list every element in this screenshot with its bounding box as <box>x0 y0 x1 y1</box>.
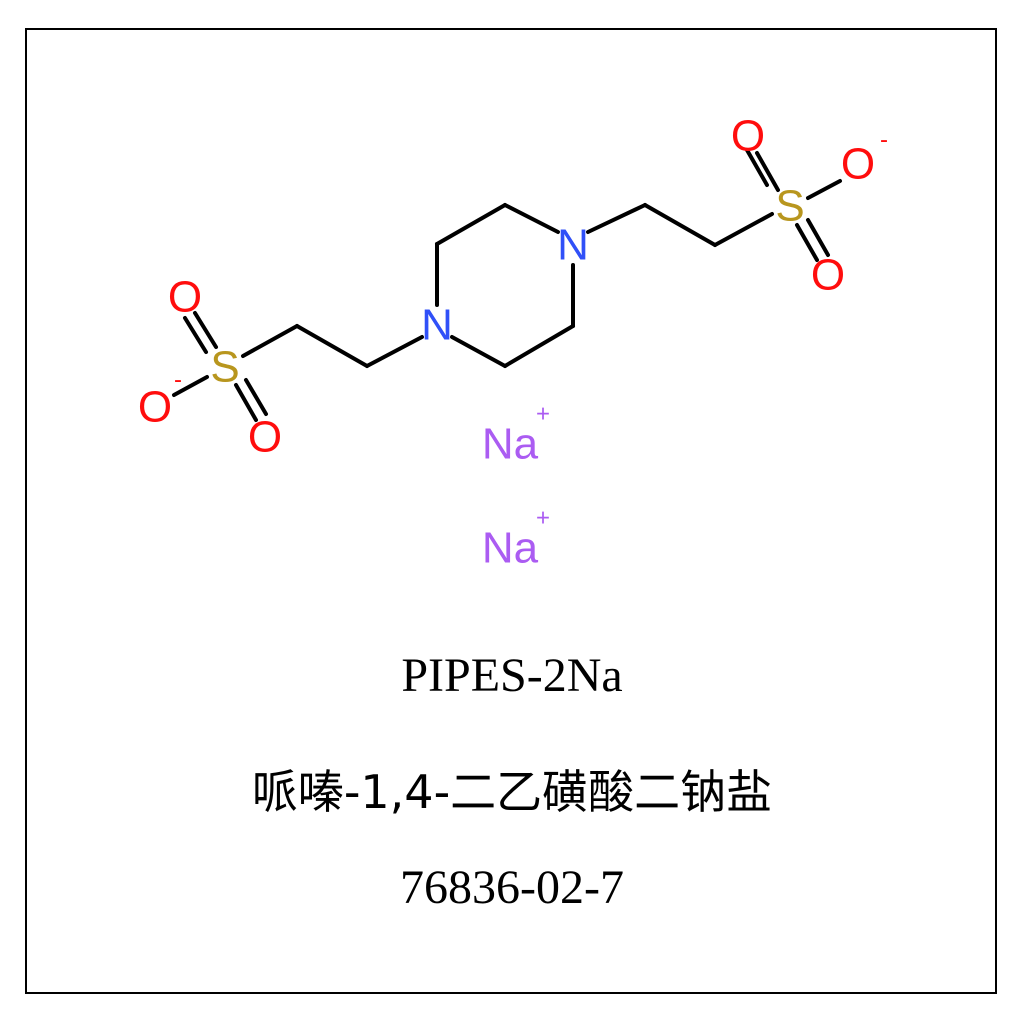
diagram-border <box>25 28 997 994</box>
bonds <box>172 148 842 422</box>
bond <box>435 203 507 246</box>
bond <box>806 218 830 257</box>
oxygen-atom: O <box>248 413 282 462</box>
bond <box>234 383 258 422</box>
sodium-ion: Na <box>482 420 539 469</box>
bond <box>503 203 560 234</box>
bond <box>450 335 507 368</box>
bond <box>183 316 208 354</box>
bond <box>241 324 299 358</box>
bond <box>586 203 647 234</box>
bond <box>745 148 769 187</box>
bond <box>713 212 774 247</box>
bond <box>172 375 209 397</box>
bond <box>503 324 575 368</box>
bond <box>643 203 717 247</box>
compound-name-english: PIPES-2Na <box>401 649 623 702</box>
nitrogen-atom: N <box>557 221 589 270</box>
bond <box>295 324 369 368</box>
oxygen-atom: O <box>841 140 875 189</box>
cas-number: 76836-02-7 <box>400 861 624 914</box>
bond <box>365 335 424 368</box>
compound-name-chinese: 哌嗪-1,4-二乙磺酸二钠盐 <box>251 765 773 819</box>
sulfur-atom: S <box>210 343 239 392</box>
bond <box>806 179 842 200</box>
bond <box>193 311 218 349</box>
bond <box>244 378 268 416</box>
positive-charge: + <box>536 505 550 532</box>
oxygen-atom: O <box>811 251 845 300</box>
sulfur-atom: S <box>775 182 804 231</box>
oxygen-atom: O <box>168 273 202 322</box>
negative-charge: - <box>880 127 888 154</box>
oxygen-atom: O <box>731 112 765 161</box>
positive-charge: + <box>536 401 550 428</box>
negative-charge: - <box>174 367 182 394</box>
oxygen-atom: O <box>138 383 172 432</box>
bond <box>795 223 819 262</box>
nitrogen-atom: N <box>421 301 453 350</box>
sodium-ion: Na <box>482 524 539 573</box>
bond <box>755 151 780 192</box>
